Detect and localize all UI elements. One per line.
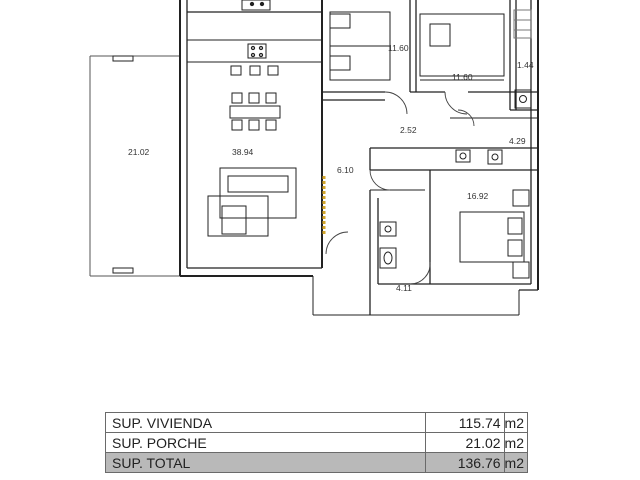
bedroom-2-area-label: 11.60 xyxy=(452,72,473,82)
bath-1-area-label: 4.29 xyxy=(509,136,526,146)
small-room-fixture xyxy=(513,9,532,109)
area-summary-table: SUP. VIVIENDA 115.74 m2 SUP. PORCHE 21.0… xyxy=(105,412,529,473)
table-row-total: SUP. TOTAL 136.76 m2 xyxy=(105,452,529,473)
hall-area-label: 2.52 xyxy=(400,125,417,135)
area-value: 115.74 xyxy=(425,412,505,433)
bath-2-area-label: 4.11 xyxy=(396,283,412,293)
bedroom-1-bed xyxy=(329,11,391,81)
area-label: SUP. PORCHE xyxy=(105,432,426,453)
area-unit: m2 xyxy=(503,452,529,473)
master-bed xyxy=(459,189,530,279)
bedroom-2-bed xyxy=(419,13,505,81)
master-bedroom-area-label: 16.92 xyxy=(467,191,489,201)
bath-1-fixtures xyxy=(455,149,503,165)
dining-table xyxy=(229,92,281,131)
living-area-label: 38.94 xyxy=(232,147,254,157)
porch-outline xyxy=(89,55,180,277)
area-unit: m2 xyxy=(503,432,529,453)
bedroom-1-area-label: 11.60 xyxy=(388,43,409,53)
kitchen xyxy=(187,0,322,76)
bath-2-fixtures xyxy=(379,221,397,269)
floor-plan: 21.02 38.94 11.60 11.60 1.44 2.52 4.29 6… xyxy=(89,0,539,316)
porch-area-label: 21.02 xyxy=(128,147,150,157)
doors xyxy=(325,91,475,285)
corridor-area-label: 6.10 xyxy=(337,165,354,175)
interior-walls xyxy=(322,0,538,315)
exterior-walls xyxy=(179,0,539,316)
area-unit: m2 xyxy=(503,412,529,433)
area-label: SUP. VIVIENDA xyxy=(105,412,426,433)
table-row: SUP. VIVIENDA 115.74 m2 xyxy=(105,412,529,433)
table-row: SUP. PORCHE 21.02 m2 xyxy=(105,432,529,453)
area-value: 21.02 xyxy=(425,432,505,453)
area-label: SUP. TOTAL xyxy=(105,452,426,473)
sofa xyxy=(207,167,297,237)
small-room-area-label: 1.44 xyxy=(517,60,534,70)
area-value: 136.76 xyxy=(425,452,505,473)
